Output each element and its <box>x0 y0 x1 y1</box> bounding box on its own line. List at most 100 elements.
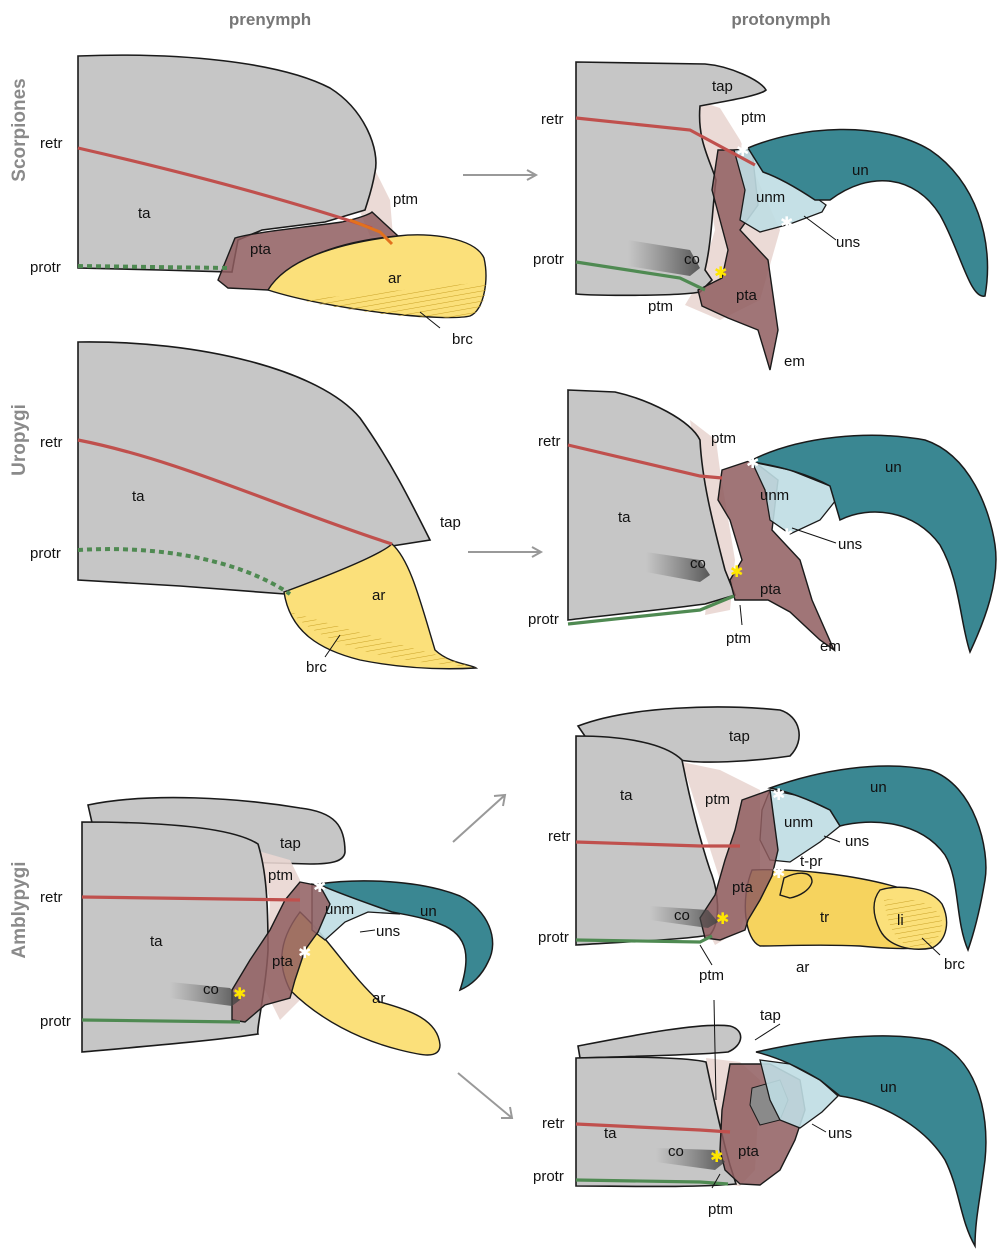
amblypygi-protonymph-upper-diagram: ✱ ✱ ✱ <box>576 707 986 965</box>
label-tap: tap <box>712 78 733 95</box>
label-ptm: ptm <box>711 430 736 447</box>
label-ta: ta <box>620 787 633 804</box>
row-heading-uropygi: Uropygi <box>9 404 30 476</box>
label-ar: ar <box>796 959 809 976</box>
label-un: un <box>880 1079 897 1096</box>
label-em: em <box>820 638 841 655</box>
label-pta: pta <box>736 287 758 304</box>
label-tap: tap <box>760 1007 781 1024</box>
arrow-uropygi <box>468 547 541 557</box>
label-tap: tap <box>440 514 461 531</box>
label-tap: tap <box>280 835 301 852</box>
label-co: co <box>668 1143 684 1160</box>
condyle-star-icon: ✱ <box>233 984 246 1003</box>
label-un: un <box>885 459 902 476</box>
scorpiones-prenymph-diagram <box>78 55 486 328</box>
scorpiones-protonymph-diagram: ✱ ✱ ✱ <box>576 62 988 370</box>
label-protr: protr <box>538 929 569 946</box>
label-uns: uns <box>836 234 860 251</box>
label-ta: ta <box>618 509 631 526</box>
label-brc: brc <box>452 331 473 348</box>
label-ta: ta <box>604 1125 617 1142</box>
arrow-amblypygi-up <box>453 795 505 842</box>
label-pta: pta <box>272 953 294 970</box>
label-pta: pta <box>738 1143 760 1160</box>
column-heading-protonymph: protonymph <box>731 10 830 29</box>
label-unm: unm <box>760 487 789 504</box>
label-co: co <box>674 907 690 924</box>
label-tpr: t-pr <box>800 853 823 870</box>
label-ptm: ptm <box>699 967 724 984</box>
label-ta: ta <box>132 488 145 505</box>
label-co: co <box>203 981 219 998</box>
label-ta: ta <box>150 933 163 950</box>
label-protr: protr <box>30 259 61 276</box>
label-uns: uns <box>838 536 862 553</box>
label-retr: retr <box>542 1115 565 1132</box>
label-uns: uns <box>845 833 869 850</box>
label-protr: protr <box>40 1013 71 1030</box>
label-unm: unm <box>325 901 354 918</box>
joint-star-icon: ✱ <box>313 877 326 896</box>
label-ptm: ptm <box>741 109 766 126</box>
joint-star-icon: ✱ <box>736 141 749 160</box>
label-un: un <box>870 779 887 796</box>
label-brc: brc <box>306 659 327 676</box>
label-retr: retr <box>538 433 561 450</box>
joint-star-icon: ✱ <box>772 863 785 882</box>
label-co: co <box>684 251 700 268</box>
label-tr: tr <box>820 909 829 926</box>
condyle-star-icon: ✱ <box>730 562 743 581</box>
label-retr: retr <box>548 828 571 845</box>
label-unm: unm <box>784 814 813 831</box>
joint-star-icon: ✱ <box>772 785 785 804</box>
label-li: li <box>897 912 904 929</box>
label-ta: ta <box>138 205 151 222</box>
condyle-star-icon: ✱ <box>714 263 727 282</box>
label-ptm: ptm <box>648 298 673 315</box>
label-un: un <box>420 903 437 920</box>
label-ar: ar <box>372 587 385 604</box>
label-un: un <box>852 162 869 179</box>
label-co: co <box>690 555 706 572</box>
label-pta: pta <box>250 241 272 258</box>
label-brc: brc <box>944 956 965 973</box>
row-heading-amblypygi: Amblypygi <box>9 861 30 958</box>
label-ptm: ptm <box>726 630 751 647</box>
uropygi-protonymph-diagram: ✱ ✱ ✱ <box>568 390 996 652</box>
label-ptm: ptm <box>708 1201 733 1218</box>
label-ar: ar <box>372 990 385 1007</box>
label-ptm: ptm <box>393 191 418 208</box>
joint-star-icon: ✱ <box>780 525 793 544</box>
label-em: em <box>784 353 805 370</box>
arrow-scorpiones <box>463 170 536 180</box>
joint-star-icon: ✱ <box>298 943 311 962</box>
label-protr: protr <box>533 1168 564 1185</box>
label-retr: retr <box>40 135 63 152</box>
label-tap: tap <box>729 728 750 745</box>
joint-star-icon: ✱ <box>746 453 759 472</box>
label-protr: protr <box>533 251 564 268</box>
label-retr: retr <box>541 111 564 128</box>
label-uns: uns <box>376 923 400 940</box>
label-unm: unm <box>756 189 785 206</box>
label-uns: uns <box>828 1125 852 1142</box>
arrow-amblypygi-down <box>458 1073 512 1118</box>
amblypygi-protonymph-lower-diagram: ✱ <box>576 1000 986 1246</box>
label-ptm: ptm <box>705 791 730 808</box>
label-protr: protr <box>528 611 559 628</box>
condyle-star-icon: ✱ <box>710 1147 723 1166</box>
label-ar: ar <box>388 270 401 287</box>
condyle-star-icon: ✱ <box>716 909 729 928</box>
label-retr: retr <box>40 434 63 451</box>
column-heading-prenymph: prenymph <box>229 10 311 29</box>
joint-star-icon: ✱ <box>780 213 793 232</box>
label-ptm: ptm <box>268 867 293 884</box>
label-pta: pta <box>732 879 754 896</box>
label-protr: protr <box>30 545 61 562</box>
uropygi-prenymph-diagram <box>78 342 476 669</box>
row-heading-scorpiones: Scorpiones <box>9 78 30 181</box>
label-retr: retr <box>40 889 63 906</box>
label-pta: pta <box>760 581 782 598</box>
